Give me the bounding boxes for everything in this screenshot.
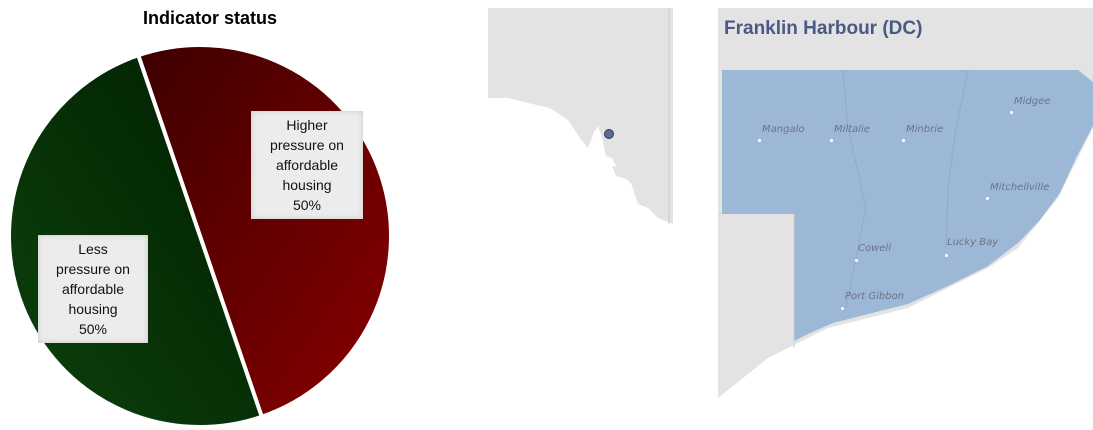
road bbox=[842, 69, 867, 309]
town-label: Mangalo bbox=[762, 124, 805, 135]
label-line: housing bbox=[282, 177, 332, 193]
locator-gulf-island bbox=[612, 166, 630, 180]
label-line: affordable bbox=[275, 157, 338, 173]
label-line: Higher bbox=[286, 117, 328, 133]
region-title: Franklin Harbour (DC) bbox=[724, 18, 923, 39]
road bbox=[945, 69, 969, 249]
town-dot bbox=[841, 307, 844, 310]
district-boundary bbox=[718, 213, 795, 348]
slice-label-less-pressure: Less pressure on affordable housing 50% bbox=[38, 235, 148, 343]
slice-label-higher-pressure: Higher pressure on affordable housing 50… bbox=[251, 111, 363, 219]
pie-chart bbox=[7, 43, 393, 429]
town-label: Miltalie bbox=[834, 124, 870, 135]
town-label: Cowell bbox=[858, 243, 891, 254]
label-line: pressure on bbox=[56, 261, 130, 277]
town-dot bbox=[945, 254, 948, 257]
location-marker bbox=[604, 129, 614, 139]
town-label: Port Gibbon bbox=[845, 291, 905, 302]
label-line: pressure on bbox=[270, 137, 344, 153]
district-area bbox=[722, 70, 1093, 341]
town-dot bbox=[1010, 111, 1013, 114]
town-label: Lucky Bay bbox=[947, 237, 999, 248]
locator-land bbox=[488, 8, 673, 224]
town-dot bbox=[830, 139, 833, 142]
town-label: Midgee bbox=[1014, 96, 1051, 107]
label-value: 50% bbox=[292, 197, 322, 213]
label-line: housing bbox=[68, 301, 118, 317]
locator-map bbox=[488, 8, 673, 228]
town-dot bbox=[758, 139, 761, 142]
town-dot bbox=[902, 139, 905, 142]
label-line: Less bbox=[78, 241, 108, 257]
town-dot bbox=[855, 259, 858, 262]
label-line: affordable bbox=[61, 281, 124, 297]
label-value: 50% bbox=[78, 321, 108, 337]
town-dot bbox=[986, 197, 989, 200]
region-map bbox=[718, 8, 1093, 403]
town-label: Mitchellville bbox=[990, 182, 1050, 193]
town-label: Minbrie bbox=[906, 124, 944, 135]
chart-title: Indicator status bbox=[142, 8, 278, 28]
